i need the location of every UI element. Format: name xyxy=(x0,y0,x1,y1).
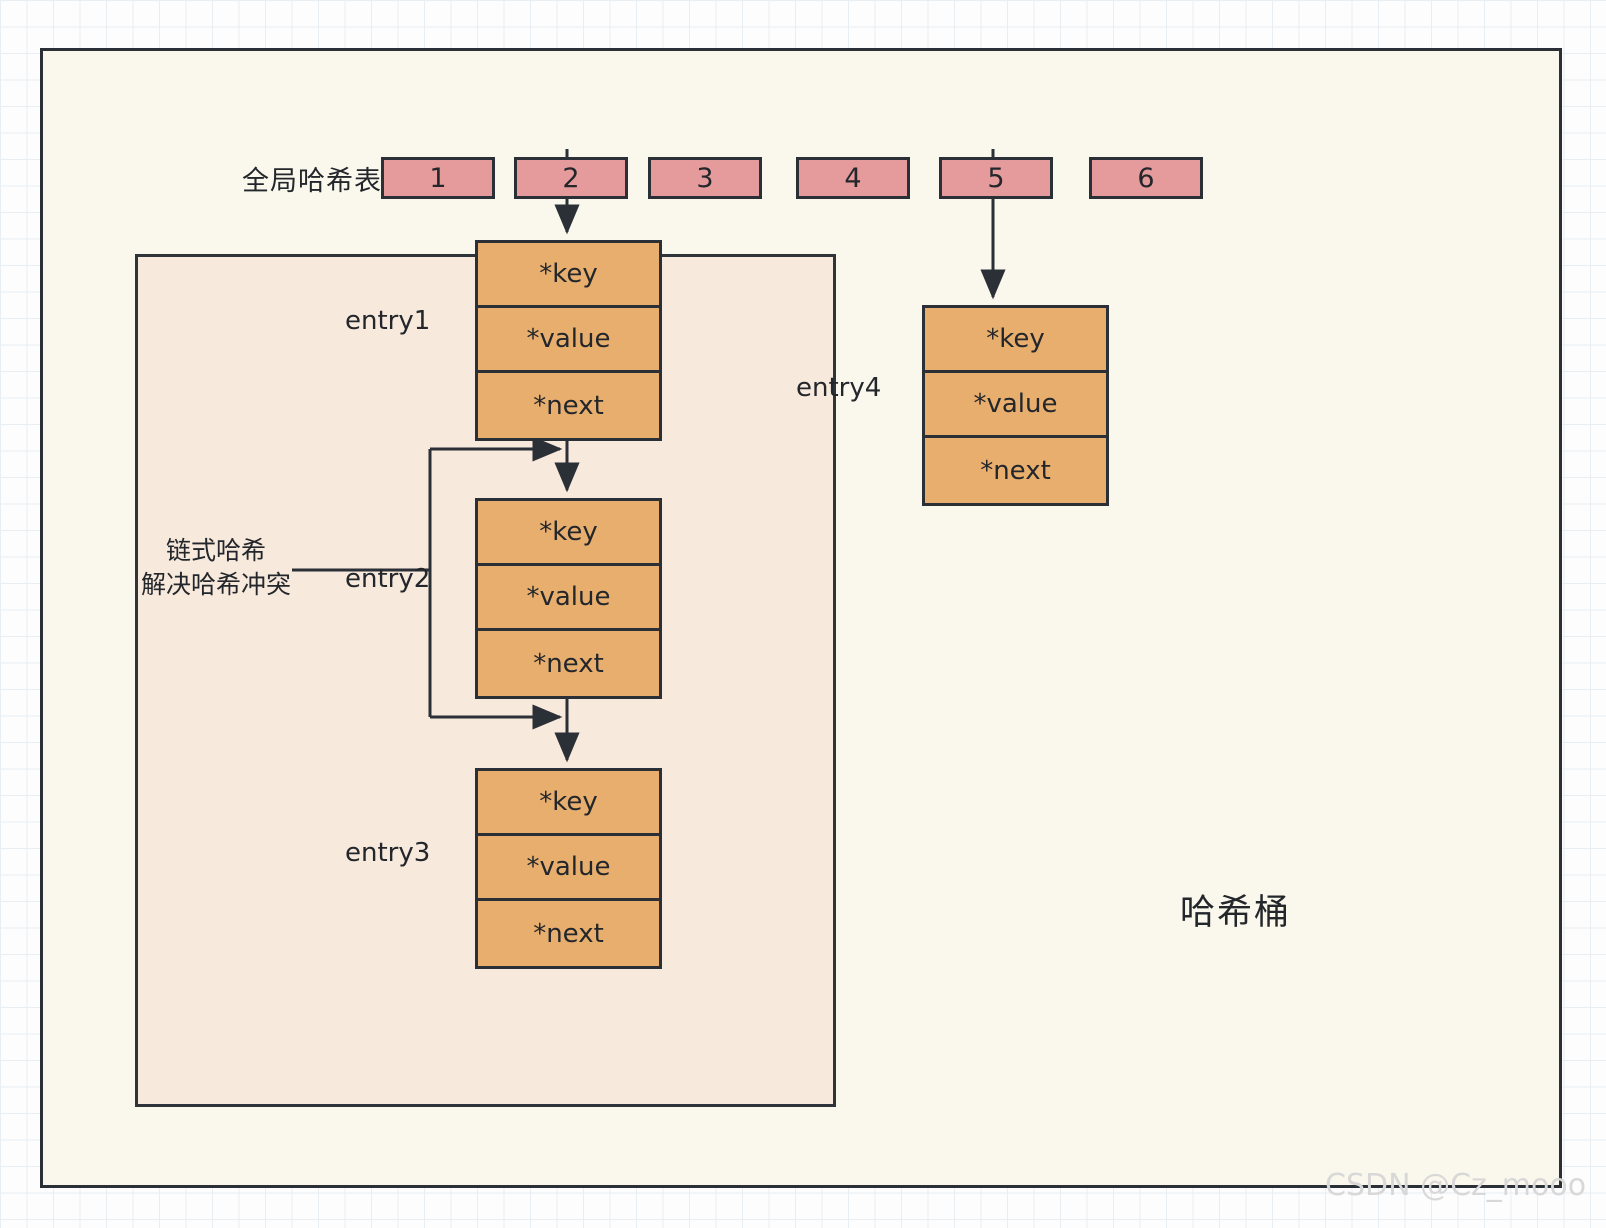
entry-box-entry2[interactable]: *key *value *next xyxy=(475,498,662,699)
entry3-label: entry3 xyxy=(345,838,431,868)
entry1-label: entry1 xyxy=(345,306,431,336)
hash-bucket-caption: 哈希桶 xyxy=(1180,893,1292,933)
entry3-field-next: *next xyxy=(533,918,604,949)
entry3-field-key: *key xyxy=(478,771,659,836)
entry4-field-next: *next xyxy=(980,455,1051,486)
chained-hash-note: 链式哈希 解决哈希冲突 xyxy=(140,536,291,599)
entry4-field-value: *value xyxy=(925,373,1106,438)
hash-slot-5[interactable]: 5 xyxy=(939,157,1053,199)
watermark: CSDN @Cz_mooo xyxy=(1325,1168,1587,1203)
hash-slot-4[interactable]: 4 xyxy=(796,157,910,199)
entry-box-entry1[interactable]: *key *value *next xyxy=(475,240,662,441)
hash-slot-2[interactable]: 2 xyxy=(514,157,628,199)
hash-slot-3[interactable]: 3 xyxy=(648,157,762,199)
entry2-field-next: *next xyxy=(533,648,604,679)
hash-slot-1[interactable]: 1 xyxy=(381,157,495,199)
entry2-field-value: *value xyxy=(478,566,659,631)
entry2-field-key: *key xyxy=(478,501,659,566)
entry4-field-key: *key xyxy=(925,308,1106,373)
entry1-field-next: *next xyxy=(533,390,604,421)
entry-box-entry4[interactable]: *key *value *next xyxy=(922,305,1109,506)
outer-frame: 全局哈希表 1 2 3 4 5 6 *key *value *next entr… xyxy=(40,48,1562,1188)
entry1-field-value: *value xyxy=(478,308,659,373)
entry-box-entry3[interactable]: *key *value *next xyxy=(475,768,662,969)
global-hash-table-label: 全局哈希表 xyxy=(242,166,382,197)
entry4-label: entry4 xyxy=(796,373,882,403)
entry1-field-key: *key xyxy=(478,243,659,308)
hash-slot-6[interactable]: 6 xyxy=(1089,157,1203,199)
entry3-field-value: *value xyxy=(478,836,659,901)
entry2-label: entry2 xyxy=(345,564,431,594)
